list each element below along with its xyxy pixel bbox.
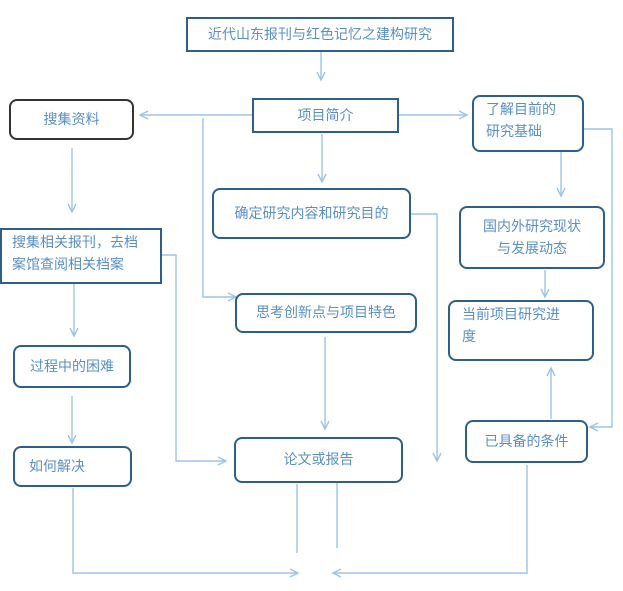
define-box: 确定研究内容和研究目的 bbox=[212, 188, 411, 239]
title-text: 近代山东报刊与红色记忆之建构研究 bbox=[208, 26, 432, 43]
progress-box: 当前项目研究进 度 bbox=[448, 300, 594, 361]
difficulty-box: 过程中的困难 bbox=[13, 345, 131, 388]
difficulty-text: 过程中的困难 bbox=[30, 358, 114, 375]
report-box: 论文或报告 bbox=[234, 437, 403, 483]
domestic-box: 国内外研究现状 与发展动态 bbox=[459, 206, 605, 269]
progress-text-1: 当前项目研究进 bbox=[462, 307, 560, 323]
progress-text-2: 度 bbox=[462, 329, 476, 345]
solve-box: 如何解决 bbox=[13, 446, 132, 487]
conditions-text: 已具备的条件 bbox=[484, 433, 569, 450]
search-text-1: 搜集相关报刊，去档 bbox=[12, 235, 138, 251]
search-text-2: 案馆查阅相关档案 bbox=[12, 257, 124, 273]
arrow-conditions-to-bottom bbox=[331, 465, 528, 578]
intro-text: 项目简介 bbox=[297, 107, 354, 124]
define-text: 确定研究内容和研究目的 bbox=[234, 205, 389, 222]
intro-box: 项目简介 bbox=[252, 98, 399, 133]
arrow-search-to-report bbox=[162, 254, 228, 466]
collect-box: 搜集资料 bbox=[9, 99, 134, 140]
solve-text: 如何解决 bbox=[29, 458, 85, 475]
understand-text-1: 了解目前的 bbox=[486, 102, 556, 118]
arrow-intro-to-innovate bbox=[202, 118, 238, 302]
domestic-text-1: 国内外研究现状 bbox=[483, 218, 581, 235]
understand-box: 了解目前的 研究基础 bbox=[472, 95, 584, 152]
conditions-box: 已具备的条件 bbox=[465, 420, 588, 463]
innovate-box: 思考创新点与项目特色 bbox=[235, 293, 417, 333]
collect-text: 搜集资料 bbox=[43, 111, 100, 128]
arrow-solve-to-bottom bbox=[72, 488, 300, 578]
domestic-text-2: 与发展动态 bbox=[497, 240, 567, 257]
understand-text-2: 研究基础 bbox=[486, 124, 542, 140]
search-box: 搜集相关报刊，去档 案馆查阅相关档案 bbox=[0, 228, 162, 284]
arrow-understand-to-conditions bbox=[584, 128, 613, 432]
title-box: 近代山东报刊与红色记忆之建构研究 bbox=[186, 17, 454, 52]
arrow-define-to-report bbox=[411, 213, 442, 463]
report-text: 论文或报告 bbox=[283, 452, 354, 468]
innovate-text: 思考创新点与项目特色 bbox=[256, 305, 396, 321]
